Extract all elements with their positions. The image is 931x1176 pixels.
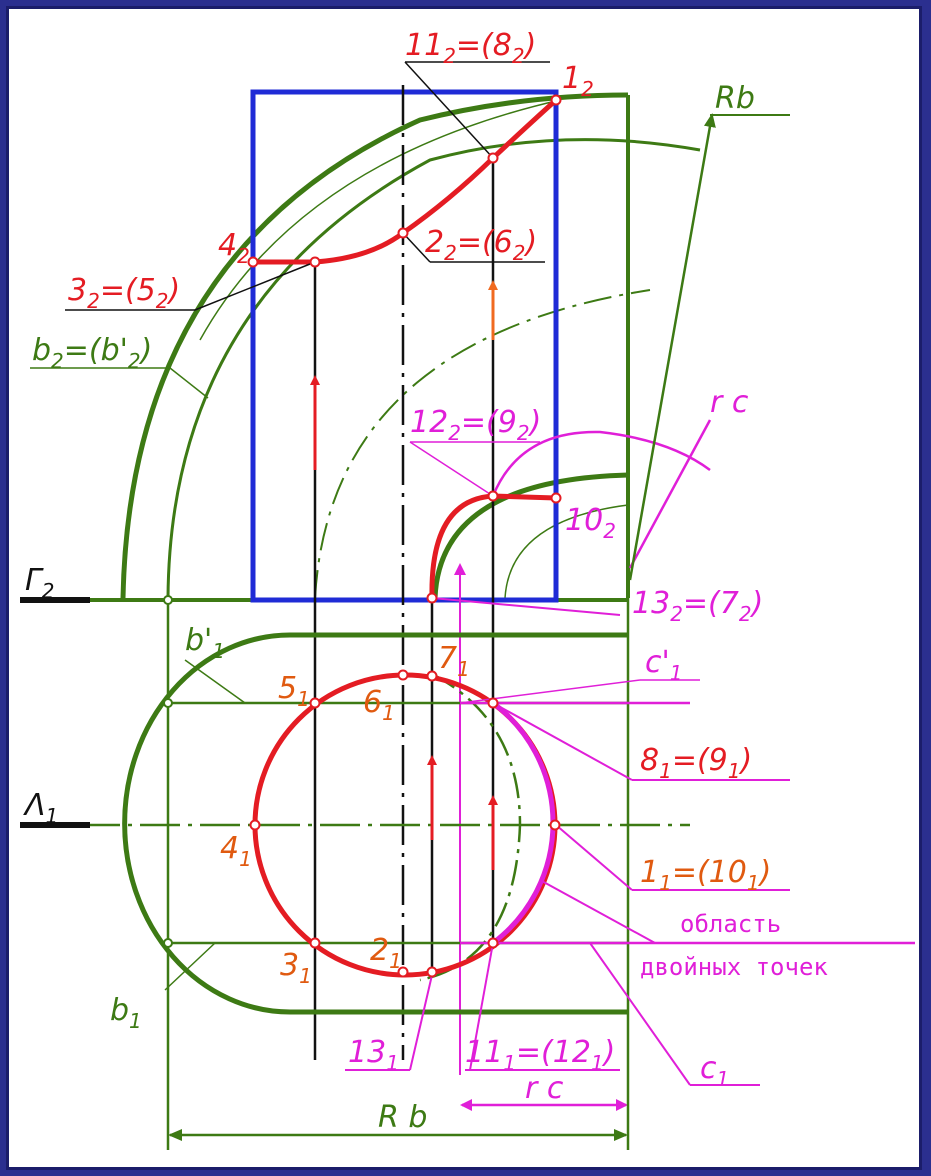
label-rb-bottom: R b bbox=[378, 1100, 427, 1135]
label-rc-bottom: r c bbox=[525, 1071, 564, 1106]
label-8-1: 81=(91) bbox=[640, 743, 752, 783]
label-rc-top: r c bbox=[710, 385, 749, 420]
p1-leader bbox=[555, 824, 633, 891]
rc-arc bbox=[491, 430, 711, 497]
section-curve-lower bbox=[429, 493, 557, 599]
p13b-leader bbox=[409, 974, 433, 1071]
label-lambda: Λ1 bbox=[23, 788, 58, 828]
point-b-left-mid bbox=[163, 698, 173, 708]
rb-leader bbox=[628, 113, 716, 581]
point-5-1 bbox=[309, 697, 321, 709]
point-8-1 bbox=[487, 697, 499, 709]
point-1-1 bbox=[549, 819, 561, 831]
label-3-2: 32=(52) bbox=[68, 273, 180, 313]
arc-b2 bbox=[166, 138, 701, 599]
point-10-2 bbox=[550, 492, 562, 504]
point-2-1 bbox=[397, 966, 409, 978]
rc-leader bbox=[628, 419, 712, 569]
point-4-2 bbox=[247, 256, 259, 268]
label-rb-top: Rb bbox=[715, 81, 755, 116]
label-c1: c1 bbox=[700, 1051, 729, 1091]
point-b-left-top bbox=[163, 595, 173, 605]
torus-inner-contour bbox=[432, 472, 629, 599]
points bbox=[163, 94, 562, 978]
label-5-1: 51 bbox=[278, 671, 310, 711]
label-6-1: 61 bbox=[363, 685, 395, 725]
label-4-1: 41 bbox=[220, 831, 252, 871]
front-view bbox=[20, 61, 790, 1075]
torus-outer-contour bbox=[120, 92, 629, 599]
point-13-2 bbox=[426, 592, 438, 604]
label-10-2: 102 bbox=[565, 503, 616, 543]
region-leader bbox=[539, 879, 656, 944]
dashed-arc bbox=[419, 672, 522, 982]
p3-leader bbox=[194, 261, 316, 311]
point-1-2 bbox=[550, 94, 562, 106]
label-11-1: 111=(121) bbox=[465, 1035, 615, 1075]
p8-leader bbox=[492, 702, 633, 781]
arc-small bbox=[504, 504, 629, 599]
label-11-2: 112=(82) bbox=[405, 28, 536, 68]
label-region-line1: область bbox=[680, 910, 781, 938]
label-4-2: 42 bbox=[218, 228, 250, 268]
label-13-2: 132=(72) bbox=[632, 586, 763, 626]
point-4-1 bbox=[249, 819, 261, 831]
p11-leader-a bbox=[404, 61, 494, 159]
arc-thin-1 bbox=[199, 99, 561, 341]
b2-leader bbox=[169, 367, 209, 399]
drawing-frame bbox=[6, 6, 922, 1170]
label-gamma: Г2 bbox=[25, 563, 54, 603]
b1p-leader bbox=[184, 659, 246, 704]
label-12-2: 122=(92) bbox=[410, 405, 541, 445]
label-2-2: 22=(62) bbox=[425, 225, 537, 265]
p11b-leader bbox=[469, 942, 494, 1071]
label-2-1: 21 bbox=[370, 933, 402, 973]
label-3-1: 31 bbox=[280, 948, 312, 988]
cylinder-front bbox=[250, 89, 559, 603]
label-b2: b2=(b'2) bbox=[32, 333, 152, 373]
label-b1-prime: b'1 bbox=[185, 623, 225, 663]
point-11-2 bbox=[487, 152, 499, 164]
arc-dashdot bbox=[314, 289, 651, 599]
c1p-leader bbox=[459, 679, 641, 704]
point-b-left-bot bbox=[163, 938, 173, 948]
label-13-1: 131 bbox=[348, 1035, 399, 1075]
point-3-1 bbox=[309, 937, 321, 949]
label-1-2: 12 bbox=[562, 61, 594, 101]
point-6-1 bbox=[397, 669, 409, 681]
label-region-line2: двойных точек bbox=[640, 953, 828, 981]
c1-leader bbox=[589, 942, 691, 1086]
b1-leader bbox=[164, 942, 216, 991]
label-7-1: 71 bbox=[438, 641, 470, 681]
labels: 112=(82) 12 Rb 42 22=(62) 32=(52) b2=(b'… bbox=[23, 28, 828, 1135]
point-7-1 bbox=[426, 670, 438, 682]
p13-leader bbox=[431, 597, 621, 616]
cylinder-top-mag bbox=[491, 701, 556, 945]
label-1-1: 11=(101) bbox=[640, 855, 771, 895]
section-curve-upper bbox=[253, 98, 558, 265]
point-13-1 bbox=[426, 966, 438, 978]
p2-leader bbox=[402, 232, 431, 263]
label-c1-prime: c'1 bbox=[645, 645, 682, 685]
point-3-2 bbox=[309, 256, 321, 268]
point-11-1 bbox=[487, 937, 499, 949]
label-b1: b1 bbox=[110, 993, 142, 1033]
p12-leader-a bbox=[409, 441, 494, 497]
torus-top-contour bbox=[122, 632, 628, 1015]
point-12-2 bbox=[487, 490, 499, 502]
point-2-2 bbox=[397, 227, 409, 239]
